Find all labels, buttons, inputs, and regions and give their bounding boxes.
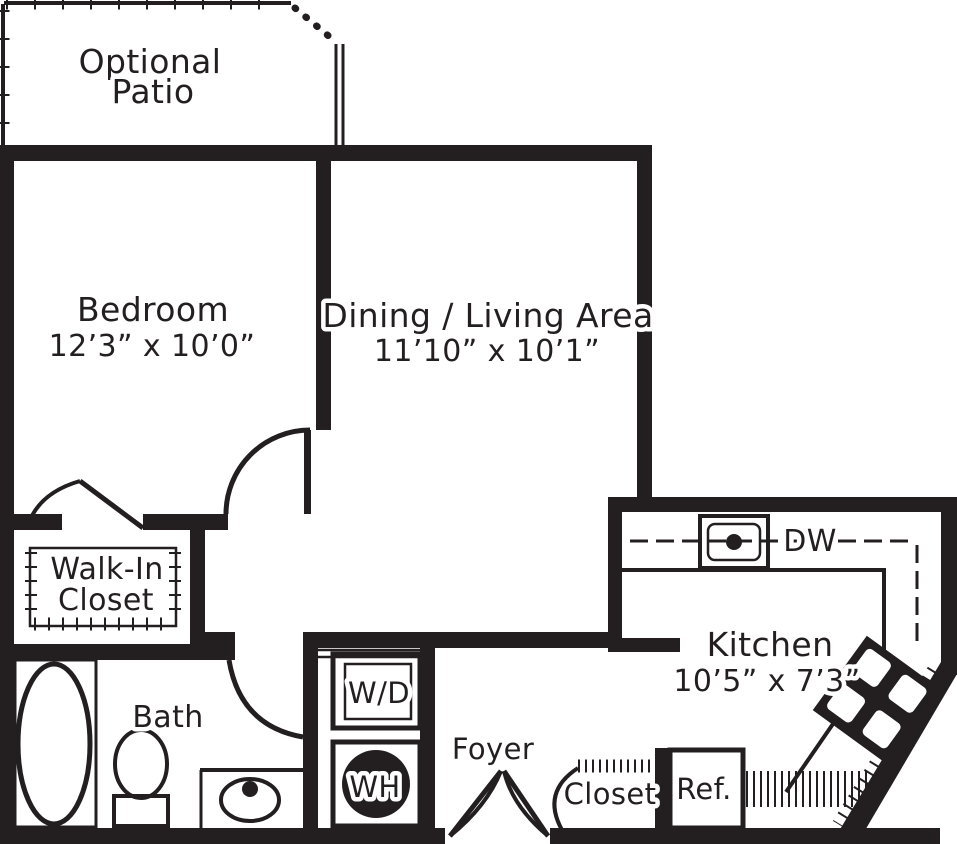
kitchen-sink [698, 514, 770, 570]
wall [0, 145, 14, 844]
room-label-dining-living: Dining / Living Area [322, 296, 653, 335]
walkin-closet-door-leaf [78, 478, 145, 531]
patio-dashed-corner [291, 4, 341, 47]
appliance-label-wd: W/D [348, 676, 410, 710]
room-label-entry-closet: Closet [564, 777, 657, 811]
wall-bath-right [303, 644, 318, 828]
entry-closet-door-arc [552, 766, 580, 831]
room-label-walkin-line2: Closet [58, 583, 154, 618]
wall [608, 638, 680, 652]
kitchen-sink-basin [706, 522, 762, 562]
room-label-patio-line2: Patio [112, 72, 195, 111]
labels: Optional Patio Bedroom 12’3” x 10’0” Din… [44, 38, 865, 816]
stove [812, 635, 942, 765]
wall-closet-ref-divider [655, 748, 668, 828]
tub-surround [13, 658, 98, 829]
wall-wd-right [420, 644, 435, 828]
wall [0, 828, 445, 844]
room-label-bath: Bath [132, 700, 203, 735]
room-label-bedroom: Bedroom [77, 290, 229, 329]
room-label-kitchen: Kitchen [707, 625, 834, 664]
toilet-bowl [113, 728, 169, 800]
entry-door-left-leaf [448, 769, 503, 838]
wall [0, 644, 235, 660]
bedroom-door-arc [223, 427, 311, 515]
bath-faucet [242, 781, 258, 797]
appliance-label-ref: Ref. [676, 772, 732, 806]
wall [205, 632, 235, 648]
wall [608, 497, 957, 512]
entry-door-right-arc [502, 770, 550, 838]
kitchen-fixtures [622, 514, 942, 828]
water-heater-tank [342, 750, 410, 818]
bath-fixtures [13, 658, 318, 829]
bath-door-arc [226, 659, 304, 740]
toilet-tank [112, 794, 170, 828]
water-heater-box [330, 739, 423, 829]
refrigerator-box [667, 747, 746, 831]
appliance-label-wh: WH [349, 770, 400, 804]
wall [143, 514, 228, 530]
closet-shelving [25, 546, 181, 631]
washer-dryer-inner [343, 662, 413, 721]
wall-hall [303, 632, 620, 648]
wall [0, 514, 62, 530]
room-label-patio-line1: Optional [79, 42, 222, 81]
entry-door-left-arc [448, 770, 503, 838]
doors [28, 427, 580, 838]
wall-bedroom-divider [316, 156, 331, 430]
utility-fixtures [330, 651, 423, 829]
wall [941, 497, 957, 675]
bath-sink [219, 777, 281, 823]
wall-closet-right [190, 528, 205, 660]
bathtub [15, 661, 93, 827]
wall [0, 145, 652, 161]
walls [0, 145, 957, 844]
entry-storage [578, 747, 746, 831]
washer-dryer-box [330, 651, 423, 731]
bedroom-door-leaf [304, 430, 311, 514]
wall-kitchen-west [608, 507, 622, 652]
room-dims-kitchen: 10’5” x 7’3” [673, 664, 860, 699]
patio-outline [0, 0, 345, 149]
room-label-foyer: Foyer [452, 732, 534, 766]
kitchen-faucet [726, 534, 742, 550]
appliance-label-dw: DW [783, 524, 837, 559]
wall [637, 145, 652, 507]
room-dims-bedroom: 12’3” x 10’0” [49, 329, 256, 364]
room-label-walkin-line1: Walk-In [50, 552, 163, 587]
entry-door-right-leaf [501, 769, 551, 838]
walkin-closet-door-arc [28, 479, 81, 521]
room-dims-dining-living: 11’10” x 10’1” [374, 334, 600, 369]
